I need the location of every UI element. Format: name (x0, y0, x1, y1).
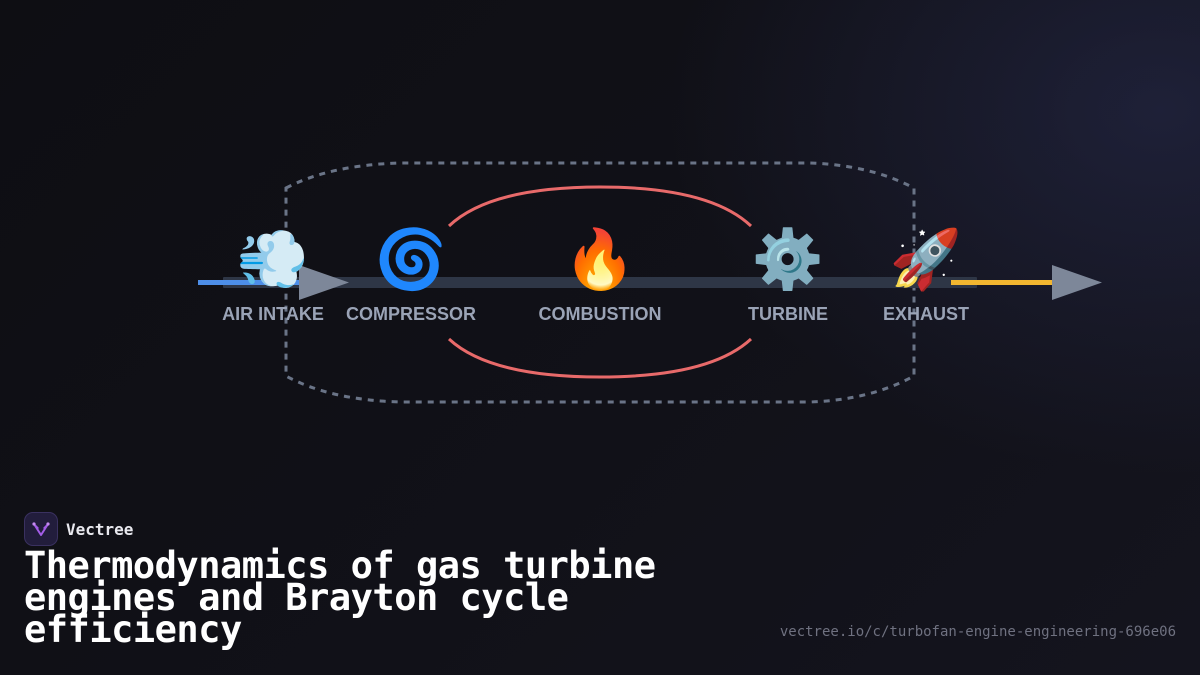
vectree-logo-icon (24, 512, 58, 546)
exhaust-arrowhead (1052, 265, 1102, 300)
brand-name: Vectree (66, 519, 134, 539)
fire-icon: 🔥 (564, 225, 636, 293)
stage-label-combustion: COMBUSTION (539, 304, 662, 324)
combustion-loop-bottom-arc (447, 337, 753, 379)
engine-shaft (223, 277, 977, 288)
intake-arrowhead (299, 265, 349, 300)
stage-label-air-intake: AIR INTAKE (222, 304, 324, 324)
engine-casing-outline (284, 161, 916, 404)
combustion-loop-top-arc (447, 185, 753, 228)
stage-label-turbine: TURBINE (748, 304, 828, 324)
stage-label-exhaust: EXHAUST (883, 304, 969, 324)
brand: Vectree (24, 512, 133, 546)
rocket-icon: 🚀 (890, 225, 962, 293)
wind-icon: 💨 (237, 225, 309, 293)
gear-icon: ⚙️ (752, 225, 824, 293)
stage-label-compressor: COMPRESSOR (346, 304, 476, 324)
cyclone-icon: 🌀 (375, 224, 447, 293)
page-url[interactable]: vectree.io/c/turbofan-engine-engineering… (779, 624, 1176, 640)
page-title: Thermodynamics of gas turbine engines an… (24, 544, 656, 651)
